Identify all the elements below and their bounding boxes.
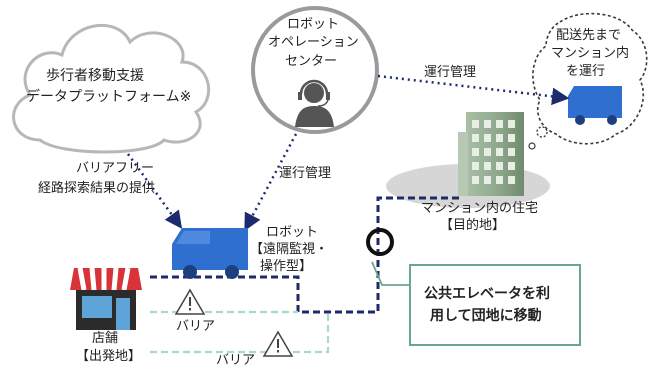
arrow-center-to-bubble: [377, 74, 570, 106]
bubble-text-line3: を運行: [566, 64, 606, 79]
robot-label-line2: 【遠隔監視・: [250, 242, 329, 257]
operator-icon: [295, 79, 334, 127]
barrier-label-lower: バリア: [216, 353, 256, 368]
small-delivery-van-icon: [568, 86, 622, 125]
operation-mgmt-left-label: 運行管理: [279, 166, 332, 181]
delivery-robot-icon: [172, 228, 248, 279]
cloud-title-line1: 歩行者移動支援: [46, 68, 144, 84]
apartment-label-line2: 【目的地】: [440, 218, 506, 233]
operation-center-circle: [251, 6, 379, 134]
barrier-label-upper: バリア: [176, 319, 216, 334]
store-icon: [70, 267, 142, 330]
warning-triangle-upper: [174, 288, 206, 315]
center-title-line3: センター: [285, 54, 338, 69]
robot-label-line3: 操作型】: [260, 259, 313, 274]
cloud-title-line2: データプラットフォーム※: [26, 89, 192, 105]
bubble-text-line1: 配送先まで: [556, 28, 622, 43]
apartment-label-line1: マンション内の住宅: [421, 201, 539, 216]
warning-triangle-lower: [262, 330, 294, 357]
elevator-marker-ring: [366, 228, 394, 256]
bubble-text-line2: マンション内: [551, 46, 630, 61]
barrier-free-label-line2: 経路探索結果の提供: [38, 181, 156, 196]
cloud-shape: [12, 24, 211, 154]
thought-dot-small: [528, 142, 536, 150]
robot-label-line1: ロボット: [266, 225, 319, 240]
elevator-info-box-border: [409, 264, 581, 346]
thought-dot-large: [536, 126, 548, 138]
center-title-line2: オペレーション: [268, 35, 359, 50]
apartment-building-icon: [458, 112, 524, 196]
barrier-path-lower: [150, 312, 330, 354]
store-label-line1: 店舗: [92, 331, 119, 346]
robot-route-line: [150, 196, 460, 314]
store-label-line2: 【出発地】: [76, 349, 142, 364]
center-title-line1: ロボット: [287, 17, 340, 32]
barrier-free-label-line1: バリアフリー: [76, 161, 155, 176]
elevator-info-line1: 公共エレベータを利: [424, 286, 550, 302]
elevator-pointer-line: [371, 261, 410, 286]
elevator-info-line2: 用して団地に移動: [430, 308, 542, 324]
operation-mgmt-top-label: 運行管理: [424, 65, 477, 80]
